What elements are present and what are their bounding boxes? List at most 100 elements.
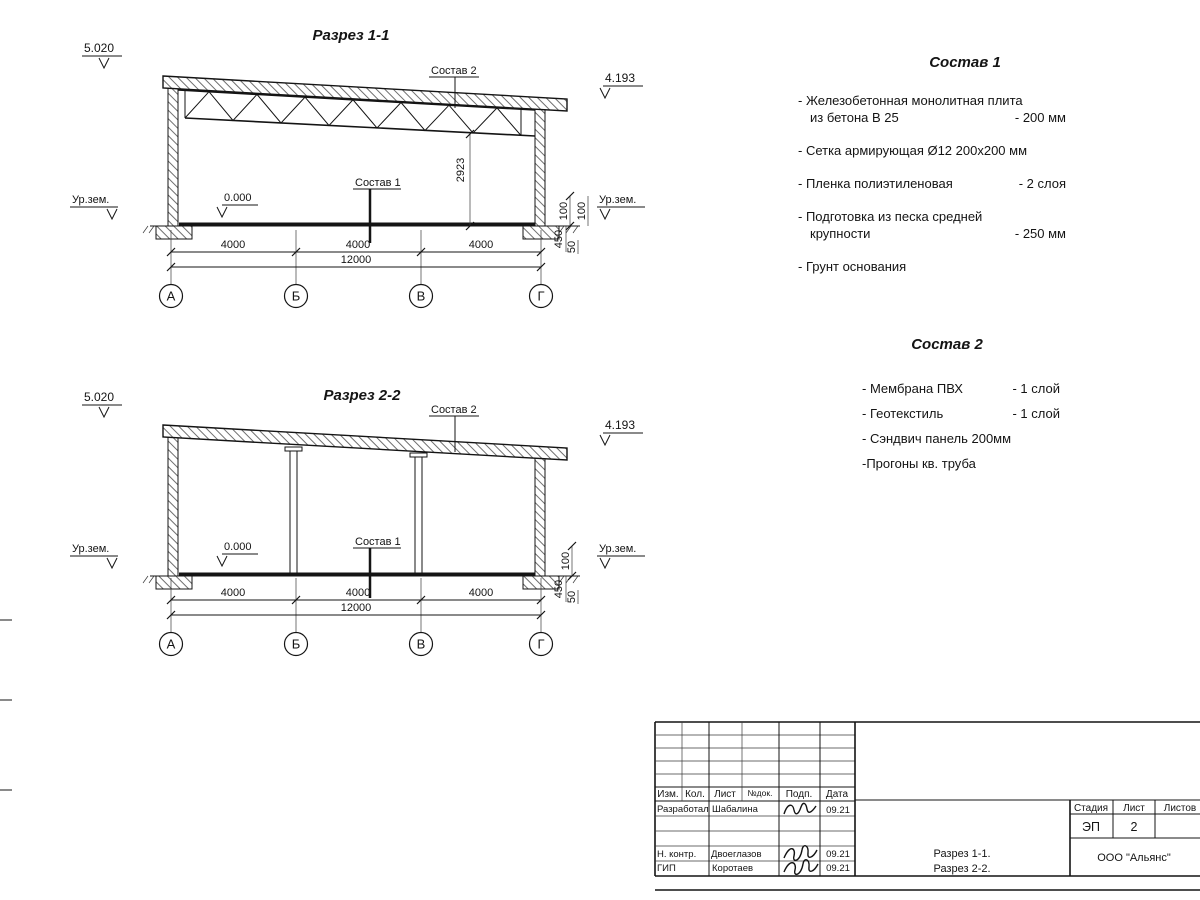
axis-label: В <box>417 289 426 304</box>
axis-bubble <box>528 283 554 309</box>
callout-label: Состав 2 <box>431 65 477 77</box>
material-item: - Геотекстиль - 1 слой <box>862 405 1060 422</box>
elevation-mark-icon <box>216 206 228 219</box>
material-item: - Мембрана ПВХ - 1 слой <box>862 380 1060 397</box>
material-item: - Железобетонная монолитная плита из бет… <box>798 92 1066 126</box>
tb-doc-title-1: Разрез 1-1. <box>933 848 990 860</box>
callout-label: Состав 2 <box>431 404 477 416</box>
material-item-value: - 1 слой <box>1012 381 1060 396</box>
tb-col-list: Лист <box>714 789 736 800</box>
material-item: - Сэндвич панель 200мм <box>862 430 1060 447</box>
ground-level-label: Ур.зем. <box>599 543 636 555</box>
dimension-label: 2923 <box>455 158 467 182</box>
dimension-label: 450 <box>553 580 565 598</box>
section2-annotations: 5.020 4.193 Состав 2 Состав 1 Ур.зем. 0.… <box>70 390 645 598</box>
elevation-mark-icon <box>98 406 110 419</box>
right-wall <box>534 454 546 577</box>
axis-label: Б <box>292 289 301 304</box>
tb-date: 09.21 <box>826 863 850 874</box>
dimension-label: 50 <box>566 591 578 603</box>
zero-level-label: 0.000 <box>224 192 252 204</box>
title-block: Изм. Кол. Лист №док. Подп. Дата Разработ… <box>654 721 1200 877</box>
tb-col-izm: Изм. <box>657 789 678 800</box>
dimension-label: 4000 <box>469 239 493 251</box>
axis-bubble <box>408 283 434 309</box>
dimension-label: 100 <box>558 202 570 220</box>
material-item-value: - 250 мм <box>1014 226 1066 241</box>
material-item-value: - 2 слоя <box>1018 176 1066 191</box>
tb-role: Н. контр. <box>657 849 696 860</box>
column-capital <box>409 452 428 458</box>
left-wall <box>167 427 179 577</box>
dimension-label: 4000 <box>346 587 370 599</box>
material-item-text: - Железобетонная монолитная плита <box>798 93 1023 108</box>
section1-dimensions: 2923 100 100 450 50 4000 4000 <box>166 129 589 284</box>
callout-label: Состав 1 <box>355 536 401 548</box>
material-item-text: - Геотекстиль <box>862 406 944 421</box>
elevation-mark-icon <box>98 57 110 70</box>
dimension-label: 4000 <box>221 587 245 599</box>
elevation-label: 5.020 <box>84 41 114 55</box>
material-item: - Подготовка из песка средней крупности … <box>798 208 1066 242</box>
ground-level-label: Ур.зем. <box>599 194 636 206</box>
sostav1-heading: Состав 1 <box>929 54 1001 71</box>
material-item-text: - Подготовка из песка средней <box>798 209 983 224</box>
axis-bubble <box>158 631 184 657</box>
axis-bubble <box>283 631 309 657</box>
material-item-text2: из бетона В 25 <box>810 110 899 125</box>
material-list-sostav1: - Железобетонная монолитная плита из бет… <box>798 92 1066 291</box>
tb-sheet-label: Лист <box>1123 803 1145 814</box>
tb-col-data: Дата <box>826 789 849 800</box>
elevation-mark-icon <box>599 557 611 570</box>
material-item-text: - Пленка полиэтиленовая <box>798 176 953 191</box>
material-item: -Прогоны кв. труба <box>862 455 1060 472</box>
section-1-1: Разрез 1-1 <box>70 27 645 309</box>
axis-label: А <box>167 637 176 652</box>
material-item: - Сетка армирующая Ø12 200x200 мм <box>798 142 1066 159</box>
left-footing <box>155 225 193 240</box>
tb-stage-label: Стадия <box>1074 803 1108 814</box>
material-item-text2: крупности <box>810 226 871 241</box>
tb-role: Разработал <box>657 804 709 815</box>
elevation-mark-icon <box>599 434 611 447</box>
section-2-2: Разрез 2-2 5.020 <box>70 387 645 657</box>
elevation-label: 4.193 <box>605 418 635 432</box>
tb-sheet-value: 2 <box>1131 820 1138 834</box>
zero-level-label: 0.000 <box>224 541 252 553</box>
ground-level-label: Ур.зем. <box>72 194 109 206</box>
tb-date: 09.21 <box>826 849 850 860</box>
tb-stage-value: ЭП <box>1082 820 1100 834</box>
section2-title: Разрез 2-2 <box>323 387 401 404</box>
dimension-label: 4000 <box>221 239 245 251</box>
dimension-label: 100 <box>576 202 588 220</box>
axis-bubble <box>283 283 309 309</box>
column-capital <box>284 446 303 452</box>
section2-axes: А Б В Г <box>158 631 554 657</box>
material-item: - Пленка полиэтиленовая - 2 слоя <box>798 175 1066 192</box>
roof-truss <box>177 89 536 137</box>
roof-slab <box>162 75 568 112</box>
tb-date: 09.21 <box>826 805 850 816</box>
callout-label: Состав 1 <box>355 177 401 189</box>
axis-label: А <box>167 289 176 304</box>
material-item-text: - Грунт основания <box>798 259 907 274</box>
dimension-label: 50 <box>566 241 578 253</box>
tb-col-kol: Кол. <box>685 789 705 800</box>
axis-label: Б <box>292 637 301 652</box>
interior-column <box>289 446 298 577</box>
interior-column <box>414 452 423 577</box>
section1-axes: А Б В Г <box>158 283 554 309</box>
dimension-label: 450 <box>553 230 565 248</box>
roof-slab <box>162 424 568 461</box>
axis-label: Г <box>537 637 544 652</box>
elevation-mark-icon <box>216 555 228 568</box>
material-item-value: - 1 слой <box>1012 406 1060 421</box>
axis-bubble <box>158 283 184 309</box>
signature-icon <box>783 859 819 876</box>
signature-icon <box>783 802 817 815</box>
section1-title: Разрез 1-1 <box>312 27 389 44</box>
tb-col-podp: Подп. <box>786 789 813 800</box>
material-item-text: - Сэндвич панель 200мм <box>862 431 1012 446</box>
section1-structure <box>142 75 580 240</box>
section2-dimensions: 100 450 50 4000 4000 4000 12000 <box>166 541 579 632</box>
